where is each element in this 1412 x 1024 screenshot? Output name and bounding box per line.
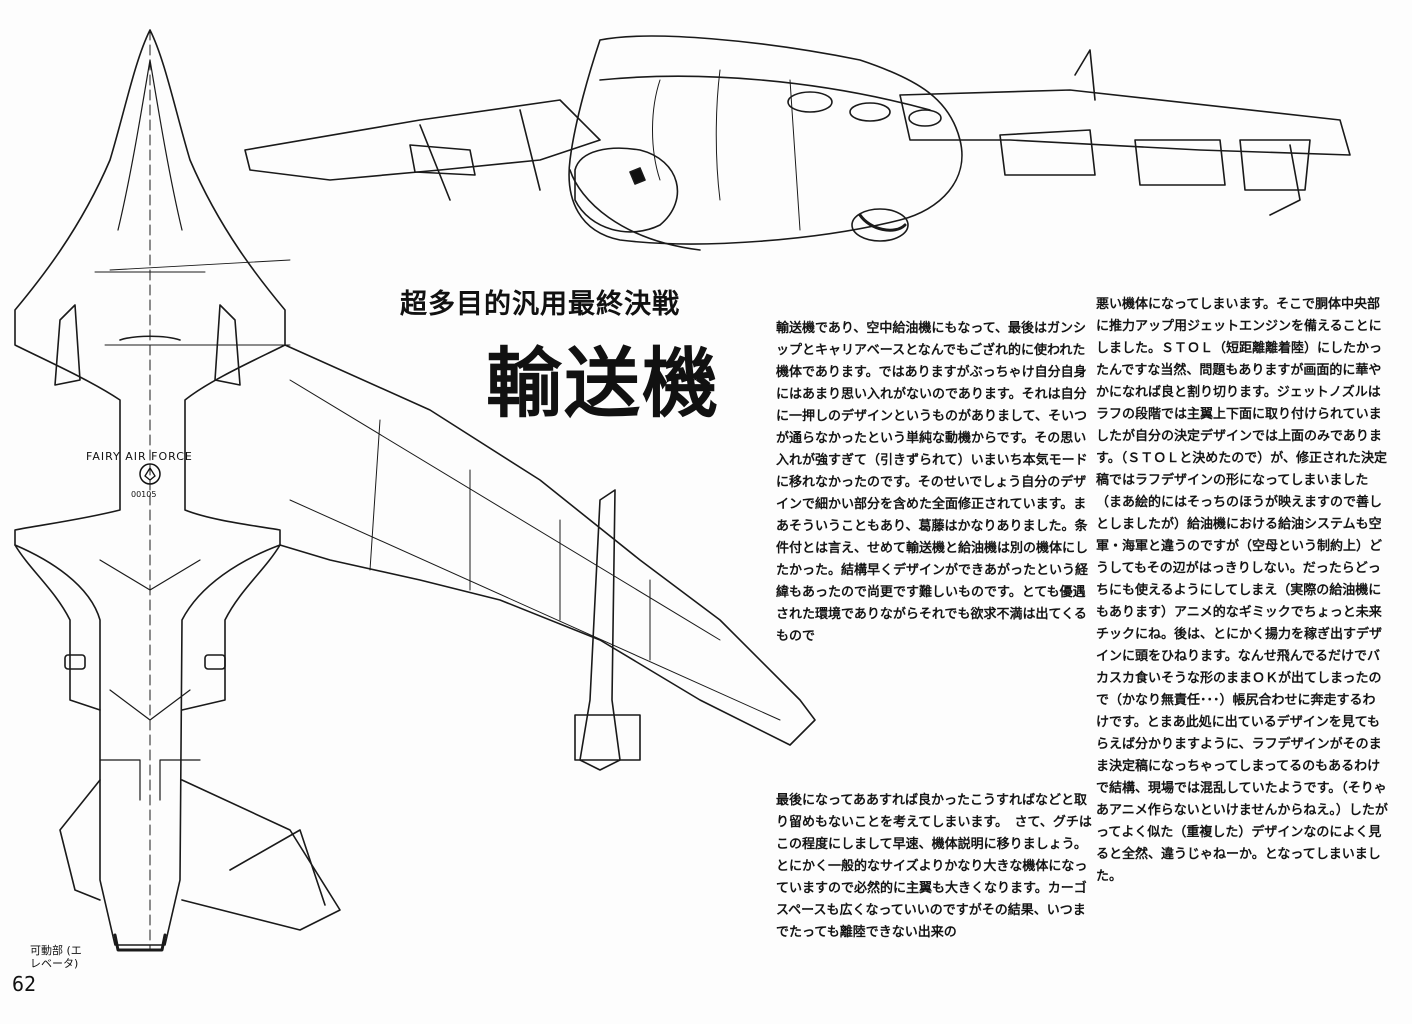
- aircraft-perspective-view: [244, 35, 1351, 251]
- air-force-marking: FAIRY AIR FORCE: [86, 450, 193, 463]
- serial-number: 00105: [131, 490, 157, 499]
- aircraft-top-view: [14, 29, 816, 952]
- elevator-annotation: 可動部 (エレベータ): [30, 944, 82, 970]
- squadron-emblem-icon: [139, 463, 161, 485]
- article-subtitle: 超多目的汎用最終決戦: [400, 289, 680, 320]
- page-number: 62: [12, 972, 37, 996]
- text-column-3: 悪い機体になってしまいます。そこで胴体中央部に推力アップ用ジェットエンジンを備え…: [1096, 294, 1388, 888]
- article-title: 輸送機: [486, 339, 720, 428]
- column-2-text: 最後になってああすれば良かったこうすればなどと取り留めもないことを考えてしまいま…: [776, 793, 1092, 940]
- text-column-2: 最後になってああすれば良かったこうすればなどと取り留めもないことを考えてしまいま…: [776, 790, 1092, 944]
- column-3-text: 悪い機体になってしまいます。そこで胴体中央部に推力アップ用ジェットエンジンを備え…: [1096, 297, 1388, 884]
- column-1-text: 輸送機であり、空中給油機にもなって、最後はガンシップとキャリアベースとなんでもご…: [776, 321, 1089, 644]
- text-column-1: 輸送機であり、空中給油機にもなって、最後はガンシップとキャリアベースとなんでもご…: [776, 318, 1092, 648]
